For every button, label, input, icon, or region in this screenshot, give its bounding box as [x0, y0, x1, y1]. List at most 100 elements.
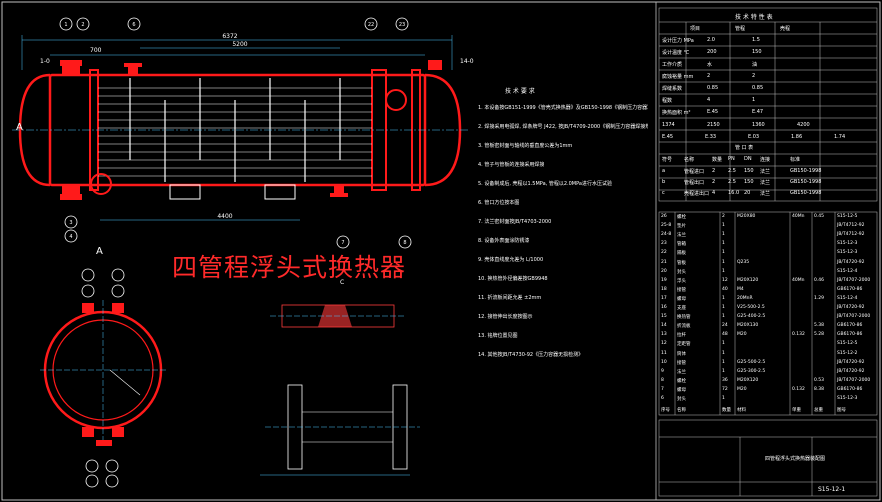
nozzle-table-cell: 壳程进出口: [684, 191, 710, 197]
design-table-value: 2150: [707, 122, 720, 128]
parts-cell: 0.132: [792, 386, 805, 392]
callout-label: 22: [368, 22, 374, 28]
saddle-left: [90, 173, 112, 195]
design-table-cell: 150: [752, 49, 762, 55]
parts-cell: 10: [661, 359, 667, 365]
elevation-view: [12, 35, 470, 221]
overall-length: 6372: [222, 33, 237, 40]
parts-cell: JB/T4720-92: [837, 359, 865, 365]
nozzle-table-cell: 20: [744, 190, 751, 196]
parts-cell: JB/T4712-92: [837, 232, 865, 238]
parts-cell: 19: [661, 277, 667, 283]
parts-cell: G25-300-2.5: [737, 368, 766, 374]
design-table-header: 壳程: [780, 26, 791, 32]
callout-bubbles: [59, 17, 412, 249]
parts-cell: JB/T4720-92: [837, 259, 865, 265]
nozzle-table-header: 连接: [760, 157, 771, 163]
parts-cell: M20: [737, 332, 747, 338]
design-table-header: 管程: [735, 26, 746, 32]
parts-cell: 5.38: [814, 323, 825, 329]
callout-texts: 1 2 6 22 23 3 4 7 8: [64, 22, 406, 246]
parts-cell: 1: [722, 295, 725, 301]
parts-cell: S15-12-5: [837, 214, 858, 219]
nozzle-table-cell: 2: [712, 168, 716, 174]
parts-cell: S15-12-2: [837, 350, 858, 356]
parts-cell: 螺栓: [677, 378, 686, 384]
design-table-title: 技 术 特 性 表: [735, 14, 773, 21]
parts-cell: 1: [722, 350, 725, 356]
nozzle-right-tag: 14-0: [460, 58, 474, 65]
design-table-cell: 水: [707, 62, 713, 68]
tech-note-item: 10. 换热管外径偏差按GB9948: [478, 276, 548, 282]
parts-cell: M20X80: [737, 214, 756, 219]
tech-note-item: 14. 其他按JB/T4730-92《压力容器无损检测》: [478, 352, 584, 358]
parts-cell: 封头: [677, 397, 686, 402]
left-dim: 700: [90, 47, 102, 54]
parts-cell: 0.45: [814, 214, 825, 219]
parts-cell: JB/T4707-2000: [837, 314, 871, 320]
nozzle-table-cell: 150: [744, 179, 754, 185]
nozzle-table-cell: 2: [712, 179, 716, 185]
parts-cell: 12: [722, 277, 728, 283]
parts-cell: 1: [722, 396, 725, 401]
parts-cell: 40: [722, 286, 728, 292]
design-table-value: 1360: [752, 122, 765, 128]
tech-note-item: 6. 管口方位按本图: [478, 200, 520, 206]
callout-label: 23: [399, 22, 405, 28]
parts-cell: 72: [722, 386, 728, 392]
design-table-cell: 2: [707, 73, 711, 79]
parts-cell: 法兰: [677, 233, 686, 239]
detail-c-mark: C: [340, 279, 344, 286]
parts-cell: 定距管: [677, 342, 691, 348]
parts-cell: G25-500-2.5: [737, 359, 766, 365]
tech-note-item: 8. 设备外表面涂防锈漆: [478, 238, 530, 244]
parts-cell: 12: [661, 341, 667, 347]
parts-cell: 36: [722, 377, 728, 383]
parts-cell: M20X130: [737, 323, 759, 329]
callout-label: 4: [69, 234, 72, 240]
table-grid: [658, 7, 878, 497]
parts-cell: 20MnR: [737, 295, 753, 301]
parts-cell: 折流板: [677, 324, 691, 330]
angle-line: [109, 369, 141, 396]
section-nozzles: [82, 303, 124, 446]
parts-cell: S15-12-5: [837, 341, 858, 347]
nozzle-table-cell: GB150-1998: [790, 179, 822, 185]
nozzle-table-cell: 150: [744, 168, 754, 174]
parts-cell: S15-12-4: [837, 268, 858, 274]
nozzle-table-header: 标准: [790, 157, 801, 163]
detail-view-tubesheet: [260, 384, 420, 476]
parts-cell: 2: [722, 214, 725, 219]
design-table-cell: 1: [752, 97, 756, 103]
parts-cell: JB/T4707-2000: [837, 377, 871, 383]
parts-cell: 拉杆: [677, 333, 686, 339]
nozzle-table-cell: 2.5: [728, 179, 736, 185]
support-left: [169, 184, 201, 200]
nozzle-table-header: 数量: [712, 157, 723, 163]
baffles: [129, 78, 341, 182]
callout-label: 7: [341, 240, 344, 246]
drawing-title: 四管程浮头式换热器: [172, 253, 407, 282]
design-table-summary: E.45: [662, 134, 674, 140]
parts-cell: 1: [722, 359, 725, 365]
parts-cell: 1: [722, 305, 725, 310]
nozzle-table-cell: 4: [712, 190, 716, 196]
parts-cell: 1.29: [814, 295, 825, 301]
parts-cell: JB/T4720-92: [837, 305, 865, 310]
design-table-cell: 焊缝系数: [662, 86, 683, 92]
nozzle-left-tag: 1-0: [40, 58, 50, 65]
dimension-lines: [21, 35, 453, 221]
parts-cell: JB/T4720-92: [837, 368, 865, 374]
parts-header: 名称: [677, 408, 686, 413]
parts-cell: 0.53: [814, 377, 825, 383]
callout-label: 6: [132, 22, 135, 28]
parts-cell: 21: [661, 259, 667, 265]
parts-cell: 螺母: [677, 387, 686, 393]
title-block-name: 四管程浮头式换热器装配图: [765, 456, 826, 462]
callout-label: 2: [81, 22, 84, 28]
parts-cell: S15-12-4: [837, 295, 858, 301]
tech-note-item: 7. 法兰密封面按JB/T4703-2000: [478, 219, 552, 225]
design-table-cell: 换热面积 m²: [662, 110, 691, 116]
design-table-summary: 1.86: [791, 134, 803, 140]
